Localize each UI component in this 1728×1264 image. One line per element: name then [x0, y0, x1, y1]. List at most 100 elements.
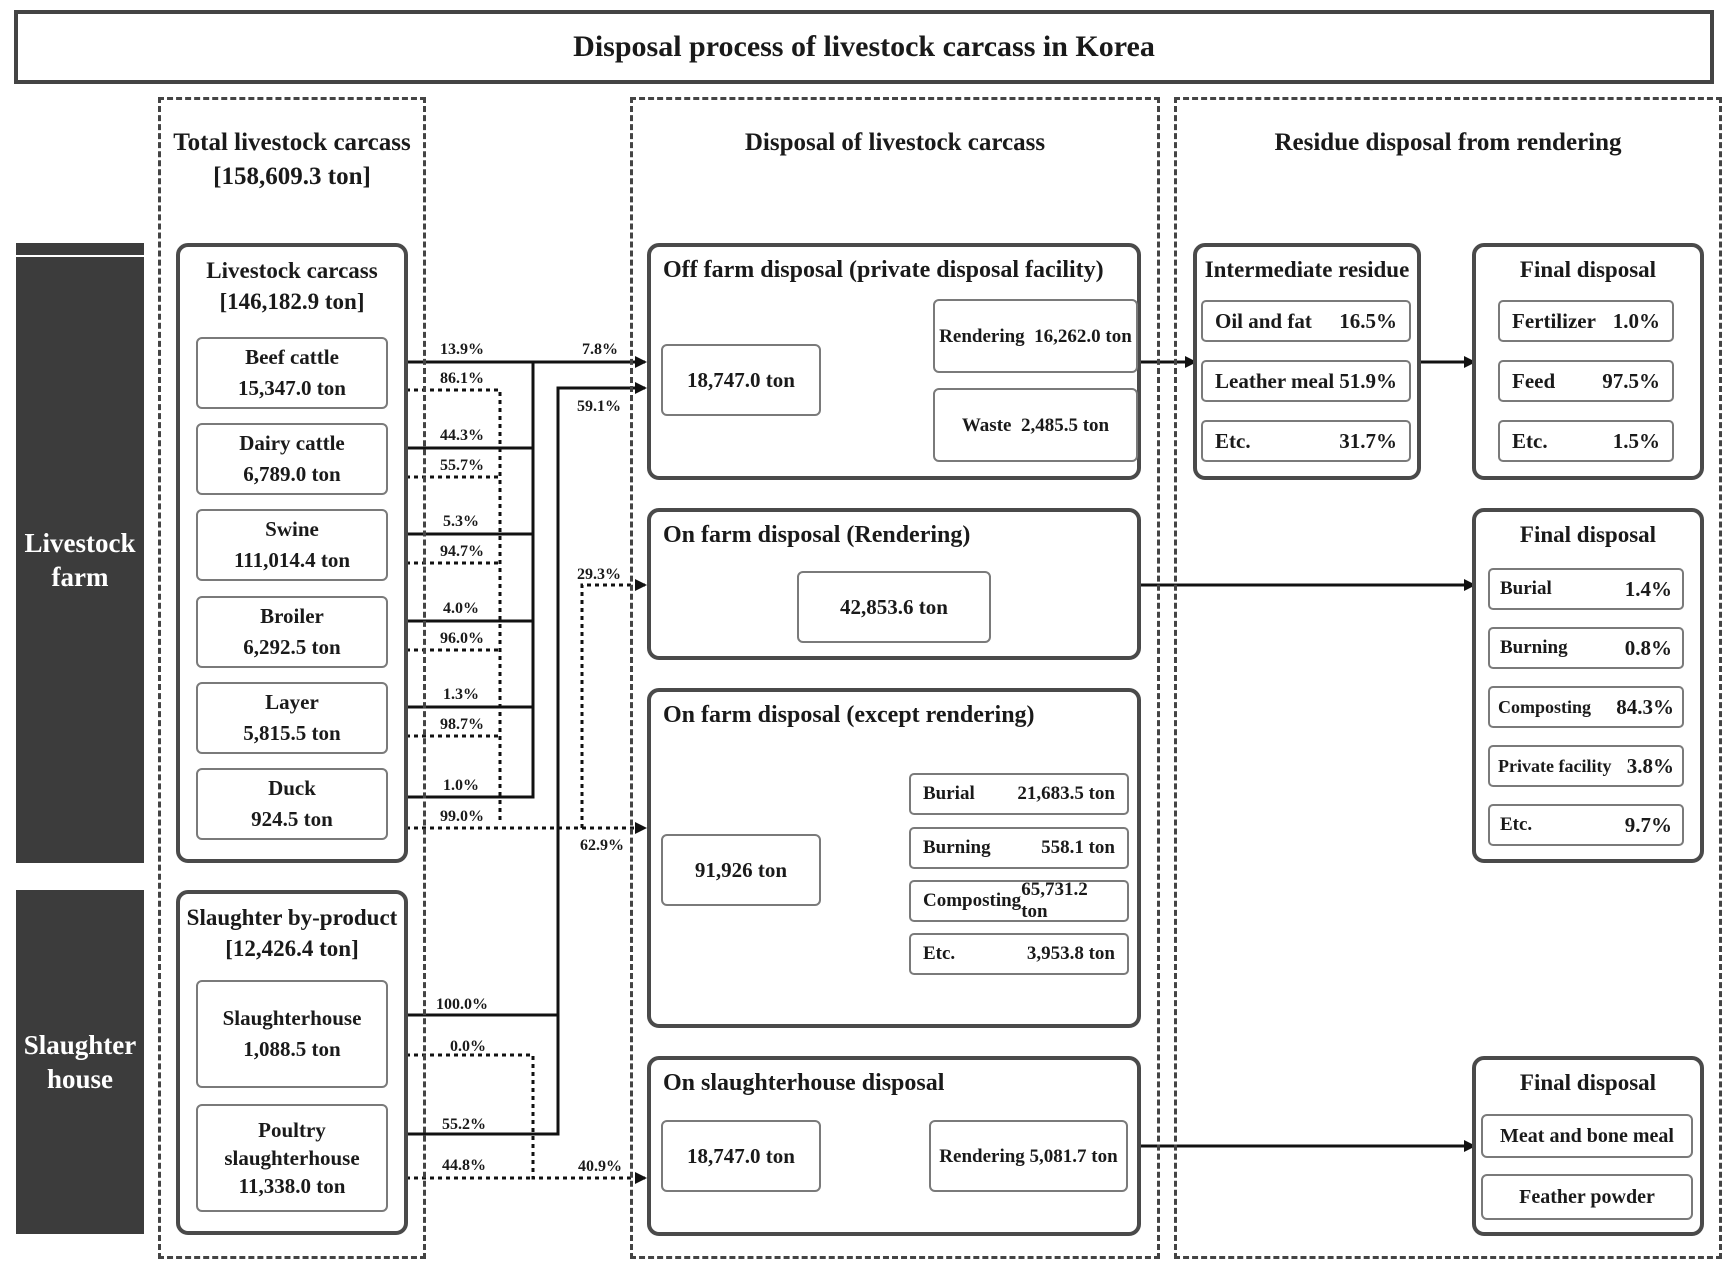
slaughter-item: Poultry slaughterhouse 11,338.0 ton	[196, 1104, 388, 1212]
livestock-item-name: Broiler	[260, 604, 324, 628]
intermediate-item: Oil and fat 16.5%	[1201, 300, 1411, 342]
livestock-item-name: Swine	[265, 517, 319, 541]
livestock-item-value: 5,815.5 ton	[243, 721, 341, 745]
row-label-slaughter-house-text: Slaughter house	[23, 1030, 137, 1094]
final-item-label: Burial	[1500, 578, 1552, 599]
livestock-item: Dairy cattle 6,789.0 ton	[196, 423, 388, 495]
livestock-item: Layer 5,815.5 ton	[196, 682, 388, 754]
pct-label: 98.7%	[440, 716, 484, 733]
livestock-item-value: 924.5 ton	[251, 807, 333, 831]
livestock-item-value: 6,292.5 ton	[243, 635, 341, 659]
diagram-title-text: Disposal process of livestock carcass in…	[573, 30, 1155, 63]
except-item-value: 558.1 ton	[1041, 837, 1115, 858]
pct-label: 1.3%	[443, 686, 479, 703]
intermediate-item-label: Etc.	[1215, 428, 1251, 453]
final-item-label: Etc.	[1512, 428, 1548, 453]
livestock-item-value: 6,789.0 ton	[243, 462, 341, 486]
pct-label: 5.3%	[443, 513, 479, 530]
final-item-label: Fertilizer	[1512, 308, 1596, 333]
slaughter-item-name: Poultry slaughterhouse	[224, 1118, 360, 1170]
livestock-item-value: 111,014.4 ton	[233, 548, 351, 572]
off-farm-waste: Waste 2,485.5 ton	[933, 388, 1138, 462]
final-item: Fertilizer 1.0%	[1498, 300, 1674, 342]
final-item-value: 9.7%	[1624, 812, 1672, 837]
intermediate-item: Etc. 31.7%	[1201, 420, 1411, 462]
flow-render-dotted	[580, 579, 647, 828]
final-item-value: 1.0%	[1612, 308, 1660, 333]
pct-label: 100.0%	[436, 996, 488, 1013]
slaughter-byproduct-title: Slaughter by-product	[186, 905, 398, 930]
off-farm-amount: 18,747.0 ton	[661, 344, 821, 416]
on-slaughterhouse-rendering-value: 5,081.7 ton	[1029, 1145, 1118, 1167]
livestock-item-name: Duck	[268, 776, 316, 800]
off-farm-waste-value: 2,485.5 ton	[1020, 414, 1110, 436]
final-item: Etc.9.7%	[1488, 804, 1684, 846]
slaughter-item-value: 11,338.0 ton	[238, 1174, 346, 1198]
pct-label: 44.8%	[442, 1157, 486, 1174]
diagram-title: Disposal process of livestock carcass in…	[14, 10, 1714, 84]
except-item-label: Burning	[923, 837, 991, 858]
except-item-value: 21,683.5 ton	[1017, 783, 1115, 804]
final-item-value: 0.8%	[1624, 635, 1672, 660]
final-disposal-title: Final disposal	[1519, 1070, 1657, 1095]
final-item-value: 3.8%	[1626, 753, 1674, 778]
final-item: Meat and bone meal	[1481, 1114, 1693, 1158]
final-item: Private facility 3.8%	[1488, 745, 1684, 787]
except-item-label: Etc.	[923, 943, 956, 964]
livestock-item: Duck 924.5 ton	[196, 768, 388, 840]
on-farm-rendering-amount: 42,853.6 ton	[797, 571, 991, 643]
pct-label: 44.3%	[440, 427, 484, 444]
on-farm-except-amount: 91,926 ton	[661, 834, 821, 906]
intermediate-item-value: 16.5%	[1339, 308, 1397, 333]
pct-label: 59.1%	[577, 398, 621, 415]
pct-label: 0.0%	[450, 1038, 486, 1055]
total-header: Total livestock carcass [158,609.3 ton]	[160, 126, 424, 194]
on-slaughterhouse-amount: 18,747.0 ton	[661, 1120, 821, 1192]
final-item-value: 1.4%	[1624, 576, 1672, 601]
on-slaughterhouse-title: On slaughterhouse disposal	[663, 1070, 945, 1096]
intermediate-item-value: 31.7%	[1339, 428, 1397, 453]
flow-duck-solid	[390, 362, 535, 799]
livestock-carcass-total: [146,182.9 ton]	[219, 289, 365, 314]
final-item: Burial 1.4%	[1488, 568, 1684, 610]
pct-label: 86.1%	[440, 370, 484, 387]
off-farm-rendering: Rendering 16,262.0 ton	[933, 299, 1138, 373]
row-label-livestock-farm-text: Livestock farm	[24, 528, 136, 592]
residue-column-frame	[1174, 97, 1722, 1259]
off-farm-waste-label: Waste	[961, 414, 1012, 436]
livestock-item: Swine 111,014.4 ton	[196, 509, 388, 581]
final-item-label: Composting	[1498, 696, 1592, 717]
pct-label: 55.7%	[440, 457, 484, 474]
livestock-item: Beef cattle 15,347.0 ton	[196, 337, 388, 409]
pct-label: 4.0%	[443, 600, 479, 617]
off-farm-title: Off farm disposal (private disposal faci…	[663, 257, 1104, 283]
intermediate-item-label: Oil and fat	[1215, 308, 1312, 333]
intermediate-item-value: 51.9%	[1339, 368, 1397, 393]
on-farm-except-title: On farm disposal (except rendering)	[663, 702, 1035, 728]
slaughter-item-value: 1,088.5 ton	[243, 1037, 341, 1061]
row-label-livestock-farm: Livestock farm	[16, 257, 144, 863]
row-label-slaughter-house: Slaughter house	[16, 890, 144, 1234]
off-farm-rendering-value: 16,262.0 ton	[1034, 325, 1132, 347]
final-item-label: Private facility	[1498, 755, 1612, 776]
final-disposal-title: Final disposal	[1519, 522, 1657, 547]
slaughter-item: Slaughterhouse 1,088.5 ton	[196, 980, 388, 1088]
flow-slaughter-dotted	[390, 1053, 647, 1184]
intermediate-residue-title: Intermediate residue	[1204, 257, 1410, 282]
livestock-item-name: Beef cattle	[245, 345, 339, 369]
total-column-frame	[158, 97, 426, 1259]
livestock-carcass-title: Livestock carcass	[206, 258, 378, 283]
final-disposal-box: Final disposal	[1472, 508, 1704, 863]
livestock-item-name: Dairy cattle	[239, 431, 345, 455]
pct-label: 7.8%	[582, 341, 618, 358]
livestock-item-value: 15,347.0 ton	[238, 376, 346, 400]
final-item-value: 97.5%	[1602, 368, 1660, 393]
row-band	[16, 243, 144, 255]
slaughter-item-name: Slaughterhouse	[222, 1006, 362, 1030]
slaughter-byproduct-total: [12,426.4 ton]	[225, 936, 359, 961]
